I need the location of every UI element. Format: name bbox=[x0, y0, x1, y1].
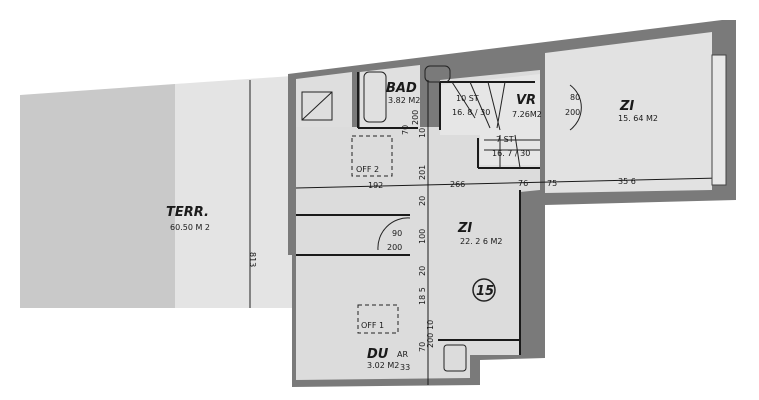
inner-walls bbox=[295, 72, 721, 385]
dim-192: 192 bbox=[368, 181, 383, 190]
stair-treads bbox=[451, 81, 540, 169]
stair-lower-steps: 7 ST bbox=[496, 135, 514, 144]
floor-room-right bbox=[545, 32, 712, 193]
stair-upper-ratio: 16. 8 / 30 bbox=[452, 108, 490, 117]
door-hall-height: 200 bbox=[565, 108, 580, 117]
unit-number: 15 bbox=[476, 284, 494, 299]
window-right bbox=[711, 54, 727, 186]
dim-100: 100 bbox=[418, 229, 427, 244]
shower-area: 3.02 M2 bbox=[367, 361, 399, 370]
dim-356: 35 6 bbox=[618, 177, 636, 186]
terrace-area-dark bbox=[20, 84, 175, 308]
opening-off1-label: OFF 1 bbox=[361, 321, 384, 330]
stair-lower-ratio: 16. 7 / 30 bbox=[492, 149, 530, 158]
shaft bbox=[301, 91, 333, 121]
shower-name: DU bbox=[367, 347, 389, 362]
dim-20b: 20 bbox=[418, 266, 427, 276]
dim-76: 76 bbox=[518, 179, 528, 188]
door-main-height: 200 bbox=[387, 243, 402, 252]
hall-name: VR bbox=[516, 93, 536, 108]
dim-70b: 70 bbox=[418, 342, 427, 352]
room-main-name: ZI bbox=[457, 221, 472, 236]
floor-bath bbox=[360, 65, 420, 127]
floor-stair bbox=[440, 74, 540, 165]
shower-suffix: AR bbox=[397, 350, 408, 359]
terrace-area: 60.50 M 2 bbox=[170, 223, 210, 232]
door-hall-swing bbox=[569, 84, 582, 131]
terrace-area-light bbox=[175, 76, 292, 308]
terrace-dim: 813 bbox=[248, 252, 257, 267]
dim-70a: 70 bbox=[401, 125, 410, 135]
opening-off2-label: OFF 2 bbox=[356, 165, 379, 174]
stair-upper-steps: 10 ST bbox=[456, 94, 479, 103]
shaft-diagonal bbox=[301, 91, 333, 121]
dim-75: 75 bbox=[547, 179, 557, 188]
dim-185: 18 5 bbox=[418, 287, 427, 305]
shower-tray bbox=[443, 344, 467, 372]
dim-33: 33 bbox=[400, 363, 410, 372]
bathtub bbox=[363, 71, 387, 123]
dim-10a: 10 bbox=[418, 128, 427, 138]
dim-10b: 10 bbox=[426, 320, 435, 330]
room-right-area: 15. 64 M2 bbox=[618, 114, 658, 123]
door-main-width: 90 bbox=[392, 229, 402, 238]
room-main-area: 22. 2 6 M2 bbox=[460, 237, 503, 246]
opening-off1 bbox=[357, 304, 399, 334]
opening-off2 bbox=[351, 135, 393, 177]
dim-200a: 200 bbox=[411, 110, 420, 125]
bath-name: BAD bbox=[386, 81, 417, 96]
dim-20a: 20 bbox=[418, 196, 427, 206]
bath-area: 3.82 M2 bbox=[388, 96, 420, 105]
door-hall-width: 80 bbox=[570, 93, 580, 102]
hall-area: 7.26M2 bbox=[512, 110, 542, 119]
toilet bbox=[424, 65, 451, 83]
room-right-name: ZI bbox=[619, 99, 634, 114]
door-main-swing bbox=[377, 217, 411, 251]
dim-200b: 200 bbox=[426, 333, 435, 348]
unit-number-circle bbox=[472, 278, 496, 302]
dim-266: 266 bbox=[450, 180, 465, 189]
dim-201: 201 bbox=[418, 165, 427, 180]
terrace-name: TERR. bbox=[166, 205, 209, 220]
